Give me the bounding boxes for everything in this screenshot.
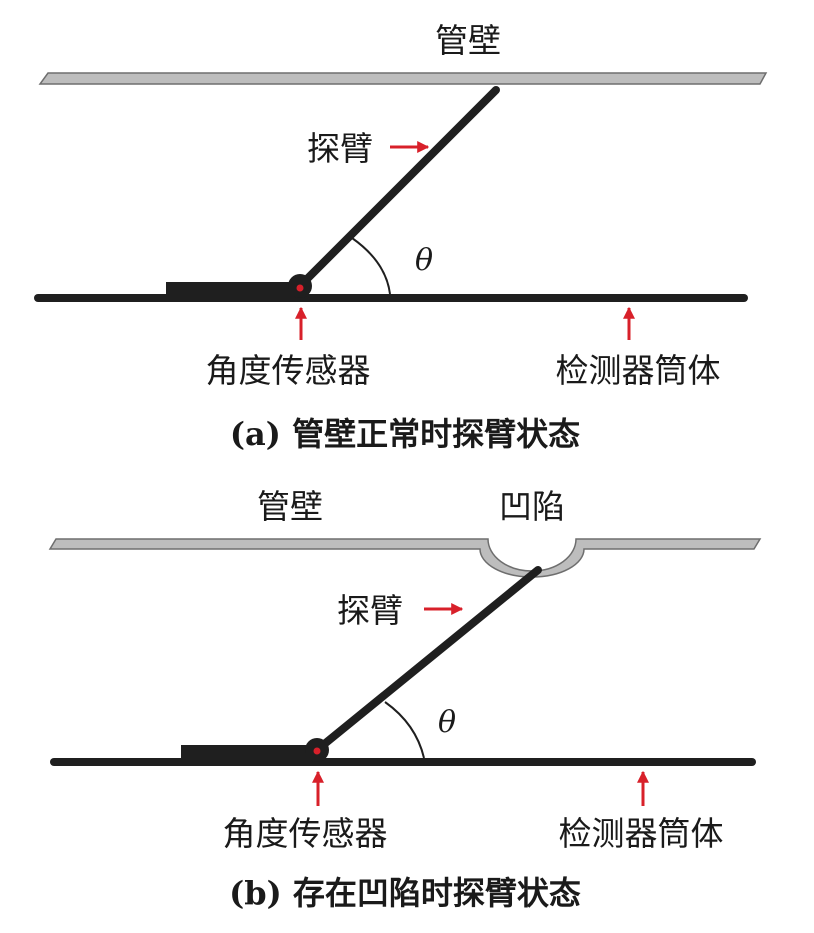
caption-b: (b) 存在凹陷时探臂状态 [229,874,581,912]
angle-symbol-b: θ [438,705,456,740]
pipe-wall-dented-b [48,538,762,578]
angle-sensor-label-a: 角度传感器 [206,351,371,390]
pivot-dot-a [296,284,304,292]
dent-label-b: 凹陷 [499,487,565,526]
pipe-wall-label-a: 管壁 [435,21,501,60]
angle-arc-b [384,701,425,759]
probe-arm-a [296,86,500,290]
pipe-wall-a [38,72,768,85]
probe-arm-b [313,566,542,754]
pivot-dot-b [313,747,321,755]
sensor-housing-a [166,282,300,298]
angle-arc-a [351,237,391,295]
probe-arm-label-a: 探臂 [307,129,373,168]
pipe-wall-label-b: 管壁 [257,487,323,526]
panel-b: 管壁 凹陷 θ 探臂 角度传感器 检测器筒体 (b) 存在凹陷时探臂状态 [48,487,762,912]
angle-symbol-a: θ [415,243,433,278]
panel-a: 管壁 θ 探臂 角度传感器 检测器筒体 (a) 管壁正常时探臂状态 [34,21,768,453]
detector-body-label-b: 检测器筒体 [559,814,724,853]
detector-body-label-a: 检测器筒体 [556,351,721,390]
sensor-housing-b [181,745,317,761]
angle-sensor-label-b: 角度传感器 [223,814,388,853]
probe-arm-label-b: 探臂 [337,591,403,630]
caption-a: (a) 管壁正常时探臂状态 [230,415,580,453]
